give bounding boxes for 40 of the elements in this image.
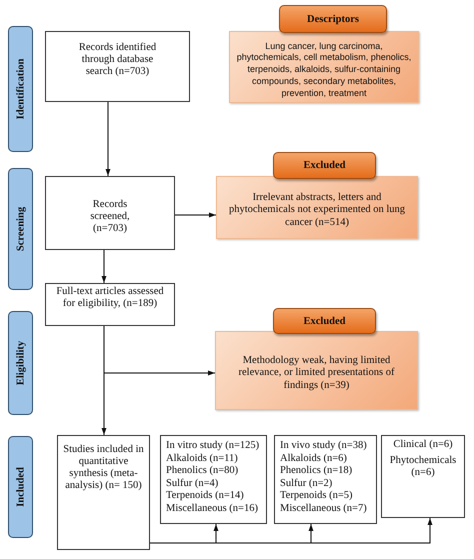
stage-label: Identification — [8, 26, 33, 152]
process-box — [381, 435, 465, 518]
stage-label: Included — [8, 436, 33, 538]
process-box — [45, 31, 190, 102]
note-text: Lung cancer, lung carcinoma, phytochemicals, cell metabolism, phenolics, terpenoids, alkaloids, sulfur-containing compounds, secondary metabolites, prevention, treatment — [236, 40, 412, 100]
box-text: Phytochemicals (n=6) — [388, 454, 458, 480]
header-tab: Excluded — [273, 308, 376, 334]
box-text: Sulfur (n=4) — [166, 478, 220, 490]
box-text: Sulfur (n=2) — [280, 478, 334, 490]
box-text: Full-text articles assessed for eligibility, (n=189) — [55, 286, 165, 310]
note-text: Irrelevant abstracts, letters and phytochemicals not experimented on lung cancer (n=514) — [228, 192, 406, 230]
arrow — [150, 518, 432, 544]
box-text: Phenolics (n=80) — [166, 465, 240, 478]
stage-label: Eligibility — [8, 311, 33, 415]
box-text: Miscellaneous (n=7) — [280, 502, 368, 516]
process-box — [57, 435, 150, 550]
box-text: Clinical (n=6) — [392, 439, 454, 452]
stage-label: Screening — [8, 168, 33, 290]
header-tab: Excluded — [273, 152, 376, 179]
box-text: Terpenoids (n=14) — [166, 490, 245, 503]
box-text: Phenolics (n=18) — [280, 465, 354, 478]
box-text: Terpenoids (n=5) — [280, 490, 354, 503]
box-text: Alkaloids (n=11) — [166, 452, 239, 466]
process-box — [45, 176, 175, 250]
process-box — [274, 435, 377, 524]
arrow — [106, 102, 110, 176]
process-box — [45, 283, 175, 326]
process-box — [160, 435, 267, 524]
box-text: Alkaloids (n=6) — [280, 452, 348, 466]
box-text: Records identified through database search (n=703) — [78, 42, 158, 78]
arrow — [102, 250, 106, 284]
box-text: Studies included in quantitative synthesis (meta-analysis) (n= 150) — [62, 444, 145, 492]
arrow — [174, 212, 216, 218]
box-text: Records screened, (n=703) — [89, 199, 131, 236]
box-text: In vivo study (n=38) — [280, 440, 368, 453]
arrow — [102, 326, 106, 436]
note-text: Methodology weak, having limited relevance, or limited presentations of findings (n=39) — [238, 354, 396, 392]
box-text: In vitro study (n=125) — [166, 440, 260, 453]
header-tab: Descriptors — [279, 5, 387, 33]
box-text: Miscellaneous (n=16) — [166, 502, 259, 516]
